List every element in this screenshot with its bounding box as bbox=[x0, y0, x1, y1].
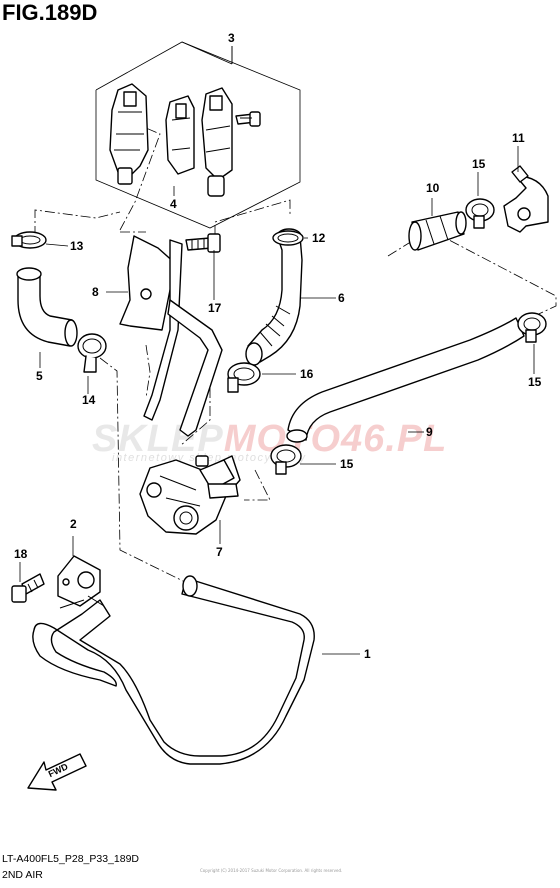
callout-10: 10 bbox=[426, 181, 440, 195]
callout-13: 13 bbox=[70, 239, 84, 253]
part-16-clamp bbox=[227, 362, 261, 393]
part-3-reed-valve bbox=[109, 83, 261, 197]
part-5-hose bbox=[16, 267, 78, 347]
callout-11: 11 bbox=[512, 131, 525, 145]
watermark-brand: SKLEPMOTO46.PL bbox=[92, 418, 447, 461]
part-1-pipe bbox=[32, 575, 315, 765]
footer-name: 2ND AIR bbox=[2, 869, 43, 881]
callout-9: 9 bbox=[426, 425, 433, 439]
callout-4: 4 bbox=[170, 197, 177, 211]
callout-14: 14 bbox=[82, 393, 96, 407]
part-18-bolt bbox=[11, 573, 45, 603]
callout-17: 17 bbox=[208, 301, 222, 315]
part-9-hose bbox=[286, 317, 525, 443]
callout-2: 2 bbox=[70, 517, 77, 531]
part-10-pipe bbox=[408, 211, 467, 251]
part-8-bracket bbox=[119, 235, 223, 437]
part-13-clamp bbox=[11, 231, 47, 249]
callout-3: 3 bbox=[228, 31, 235, 45]
part-17-bolt bbox=[185, 233, 221, 253]
callout-15-right: 15 bbox=[528, 375, 542, 389]
callout-1: 1 bbox=[364, 647, 371, 661]
part-12-clamp bbox=[272, 230, 304, 246]
callout-18: 18 bbox=[14, 547, 28, 561]
part-15-clamp-top bbox=[465, 198, 495, 229]
callout-16: 16 bbox=[300, 367, 314, 381]
callout-numbers: 1 2 3 4 5 6 7 8 9 10 11 12 13 14 15 15 1… bbox=[14, 31, 542, 661]
callout-8: 8 bbox=[92, 285, 99, 299]
part-15-clamp-lower bbox=[270, 444, 302, 475]
figure-title: FIG.189D bbox=[2, 0, 98, 25]
part-14-clamp bbox=[77, 333, 107, 373]
callout-15-top: 15 bbox=[472, 157, 486, 171]
callout-leaders bbox=[19, 46, 535, 655]
part-7-valve bbox=[139, 455, 241, 535]
callout-12: 12 bbox=[312, 231, 326, 245]
part-6-hose bbox=[245, 228, 303, 366]
callout-6: 6 bbox=[338, 291, 345, 305]
callout-15-lower: 15 bbox=[340, 457, 354, 471]
fwd-arrow-icon: FWD bbox=[27, 753, 87, 791]
callout-7: 7 bbox=[216, 545, 223, 559]
part-11-holder bbox=[503, 165, 549, 233]
fine-print: Copyright (C) 2014-2017 Suzuki Motor Cor… bbox=[200, 868, 343, 873]
watermark-brand-a: SKLEP bbox=[92, 418, 224, 460]
part-15-clamp-right bbox=[517, 312, 547, 343]
footer-code: LT-A400FL5_P28_P33_189D bbox=[2, 853, 139, 865]
watermark-brand-b: MOTO46.PL bbox=[223, 418, 448, 460]
part-2-gasket bbox=[57, 555, 101, 607]
callout-5: 5 bbox=[36, 369, 43, 383]
